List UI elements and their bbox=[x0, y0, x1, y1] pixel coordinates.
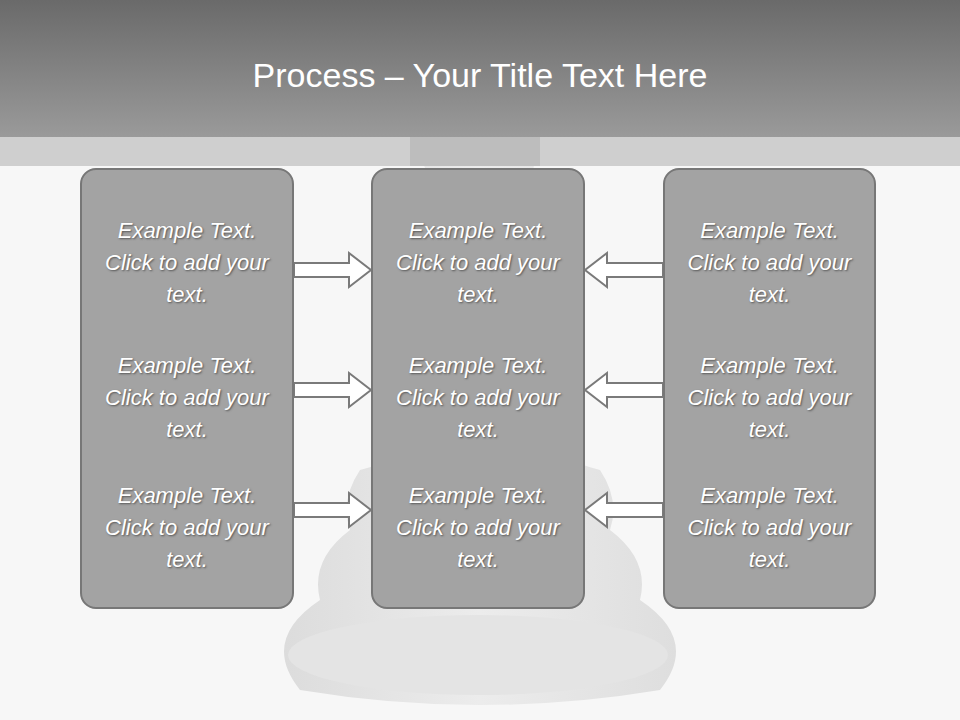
column-text-wrap: Example Text. Click to add your text. bbox=[82, 480, 292, 576]
sub-band bbox=[0, 137, 960, 166]
column-text-wrap: Example Text. Click to add your text. bbox=[373, 480, 583, 576]
slide-title: Process – Your Title Text Here bbox=[0, 50, 960, 100]
block-arrow bbox=[294, 493, 371, 527]
block-arrow bbox=[294, 253, 371, 287]
column-text-wrap: Example Text. Click to add your text. bbox=[665, 215, 874, 311]
arrow-shape bbox=[294, 373, 371, 407]
process-column: Example Text. Click to add your text. Exa… bbox=[80, 168, 294, 609]
pawn-neck bbox=[410, 137, 540, 166]
block-arrow bbox=[585, 253, 663, 287]
column-text: Example Text. Click to add your text. bbox=[685, 480, 855, 576]
column-text: Example Text. Click to add your text. bbox=[393, 215, 563, 311]
pawn-illustration bbox=[284, 137, 676, 705]
arrow-shape bbox=[294, 493, 371, 527]
column-text: Example Text. Click to add your text. bbox=[102, 350, 272, 446]
process-column: Example Text. Click to add your text. Exa… bbox=[663, 168, 876, 609]
arrow-shape bbox=[585, 373, 663, 407]
column-text: Example Text. Click to add your text. bbox=[685, 215, 855, 311]
block-arrow bbox=[294, 373, 371, 407]
arrow-shape bbox=[294, 253, 371, 287]
block-arrow bbox=[585, 493, 663, 527]
column-text: Example Text. Click to add your text. bbox=[685, 350, 855, 446]
process-column: Example Text. Click to add your text. Exa… bbox=[371, 168, 585, 609]
arrow-shape bbox=[585, 253, 663, 287]
column-text: Example Text. Click to add your text. bbox=[102, 215, 272, 311]
pawn-base bbox=[288, 615, 668, 695]
column-text: Example Text. Click to add your text. bbox=[393, 350, 563, 446]
arrow-shape bbox=[585, 493, 663, 527]
block-arrow bbox=[585, 373, 663, 407]
column-text: Example Text. Click to add your text. bbox=[393, 480, 563, 576]
column-text-wrap: Example Text. Click to add your text. bbox=[665, 350, 874, 446]
column-text-wrap: Example Text. Click to add your text. bbox=[665, 480, 874, 576]
column-text-wrap: Example Text. Click to add your text. bbox=[373, 350, 583, 446]
column-text-wrap: Example Text. Click to add your text. bbox=[82, 350, 292, 446]
header-bar bbox=[0, 0, 960, 137]
column-text-wrap: Example Text. Click to add your text. bbox=[82, 215, 292, 311]
column-text: Example Text. Click to add your text. bbox=[102, 480, 272, 576]
column-text-wrap: Example Text. Click to add your text. bbox=[373, 215, 583, 311]
